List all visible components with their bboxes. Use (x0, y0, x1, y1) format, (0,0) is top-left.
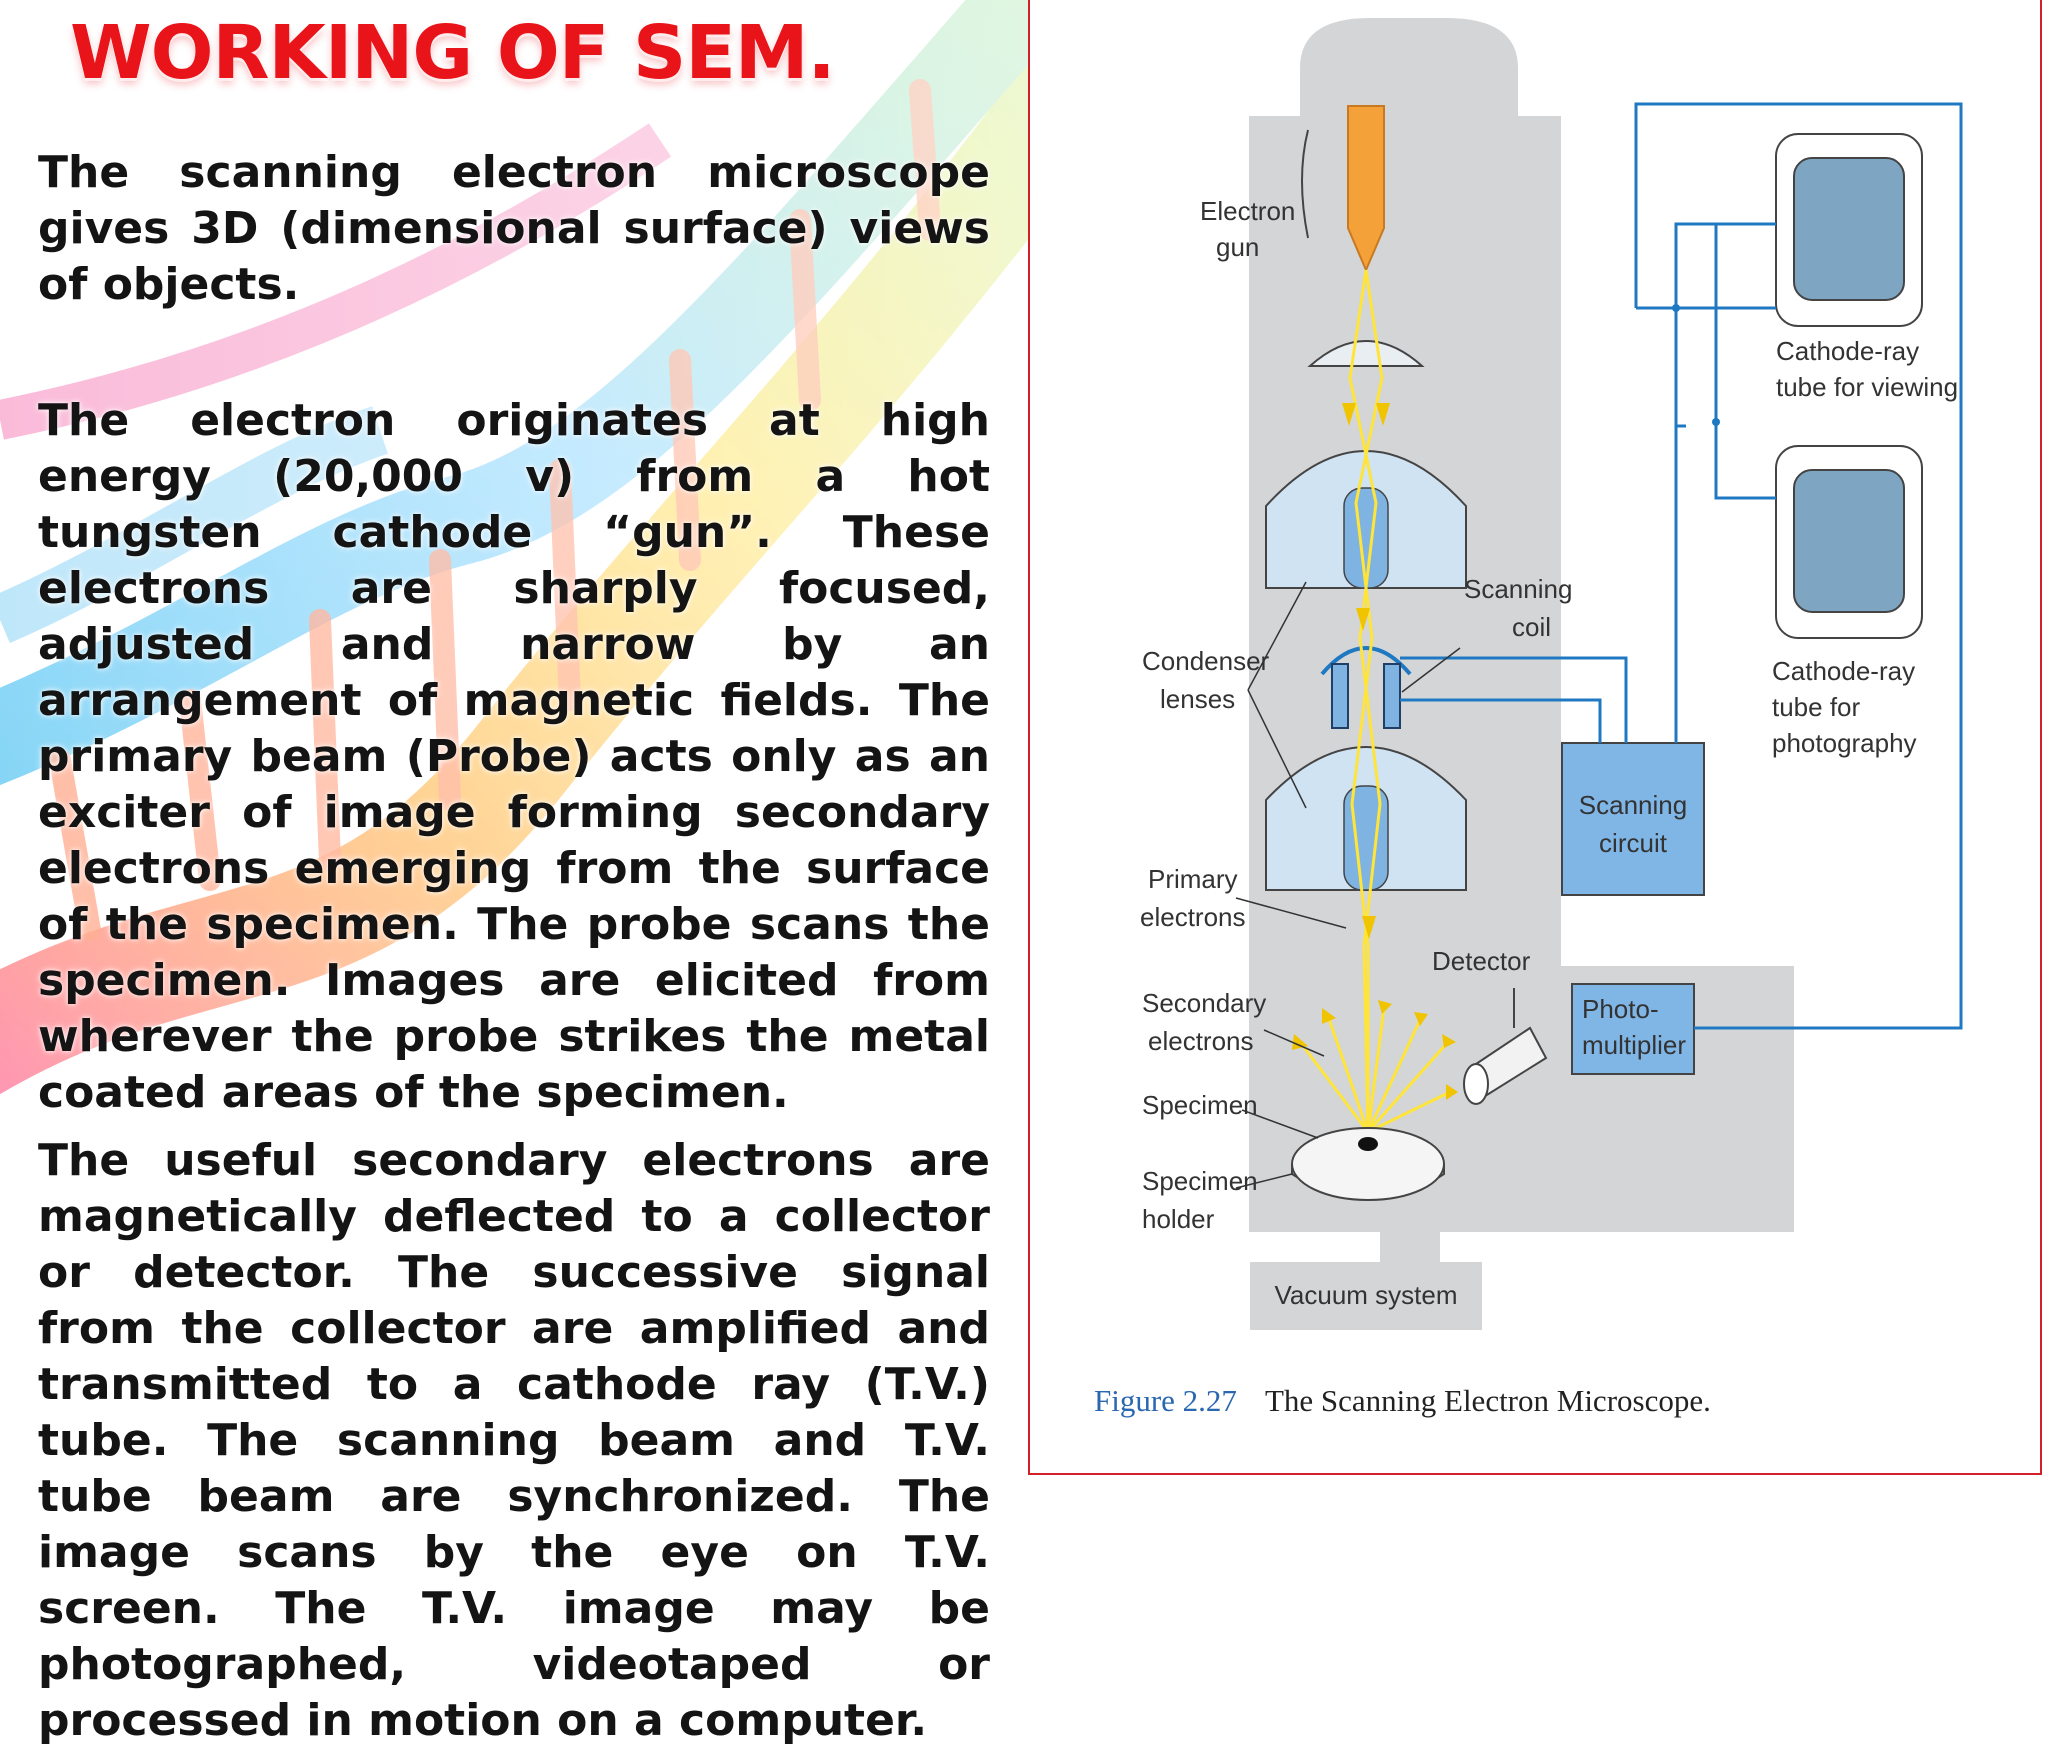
anode-plate (1307, 340, 1425, 367)
label-specimen: Specimen (1142, 1090, 1258, 1120)
label-specimen-holder-1: Specimen (1142, 1166, 1258, 1196)
label-scanning-circuit-2: circuit (1599, 828, 1668, 858)
crt-photography-icon (1775, 445, 1923, 639)
specimen-icon (1358, 1137, 1378, 1151)
label-photomultiplier-2: multiplier (1582, 1030, 1686, 1060)
scanning-circuit-box (1561, 742, 1705, 896)
label-scanning-circuit-1: Scanning (1579, 790, 1687, 820)
label-crt-viewing-1: Cathode-ray (1776, 336, 1919, 366)
label-crt-photo-1: Cathode-ray (1772, 656, 1915, 686)
label-vacuum-system: Vacuum system (1274, 1280, 1457, 1310)
label-specimen-holder-2: holder (1142, 1204, 1215, 1234)
vacuum-system-box (1250, 1262, 1482, 1330)
label-secondary-2: electrons (1148, 1026, 1254, 1056)
figure-caption: Figure 2.27 The Scanning Electron Microsc… (1094, 1383, 1711, 1419)
label-scanning-coil-2: coil (1512, 612, 1551, 642)
primary-electron-beam (1348, 269, 1384, 1131)
figure-caption-text: The Scanning Electron Microscope. (1264, 1383, 1711, 1418)
photomultiplier-box (1571, 983, 1695, 1075)
scanning-coil-icon (1320, 646, 1412, 729)
figure-number: Figure 2.27 (1094, 1383, 1237, 1418)
crt-viewing-icon (1775, 133, 1923, 327)
condenser-lens-lower (1265, 746, 1467, 891)
label-crt-photo-2: tube for (1772, 692, 1861, 722)
paragraph-secondary-electrons: The useful secondary electrons are magne… (38, 1135, 990, 1746)
beam-arrows (1342, 403, 1390, 939)
condenser-lens-upper (1265, 450, 1467, 589)
label-electron-gun-2: gun (1216, 232, 1259, 262)
label-crt-viewing-2: tube for viewing (1776, 372, 1958, 402)
slide-title: WORKING OF SEM. (70, 10, 836, 96)
label-primary-2: electrons (1140, 902, 1246, 932)
label-photomultiplier-1: Photo- (1582, 994, 1659, 1024)
detector-icon (1463, 988, 1548, 1105)
sem-figure: Electron gun Condenser lenses Primary el… (1028, 0, 2042, 1475)
label-condenser-1: Condenser (1142, 646, 1270, 676)
label-secondary-1: Secondary (1142, 988, 1266, 1018)
secondary-electrons-rays (1298, 1007, 1451, 1134)
specimen-holder-icon (1291, 1127, 1445, 1201)
sem-diagram: Electron gun Condenser lenses Primary el… (1140, 18, 1963, 1330)
dna-background-art (0, 0, 1030, 1536)
signal-wiring (1400, 102, 1963, 1030)
label-scanning-coil-1: Scanning (1464, 574, 1572, 604)
label-condenser-2: lenses (1160, 684, 1235, 714)
label-detector: Detector (1432, 946, 1531, 976)
paragraph-intro: The scanning electron microscope gives 3… (38, 147, 990, 310)
electron-gun-icon (1347, 105, 1385, 273)
label-primary-1: Primary (1148, 864, 1238, 894)
body-text: The scanning electron microscope gives 3… (38, 145, 990, 1749)
label-crt-photo-3: photography (1772, 728, 1917, 758)
paragraph-electron-origin: The electron originates at high energy (… (38, 395, 990, 1118)
label-electron-gun-1: Electron (1200, 196, 1295, 226)
